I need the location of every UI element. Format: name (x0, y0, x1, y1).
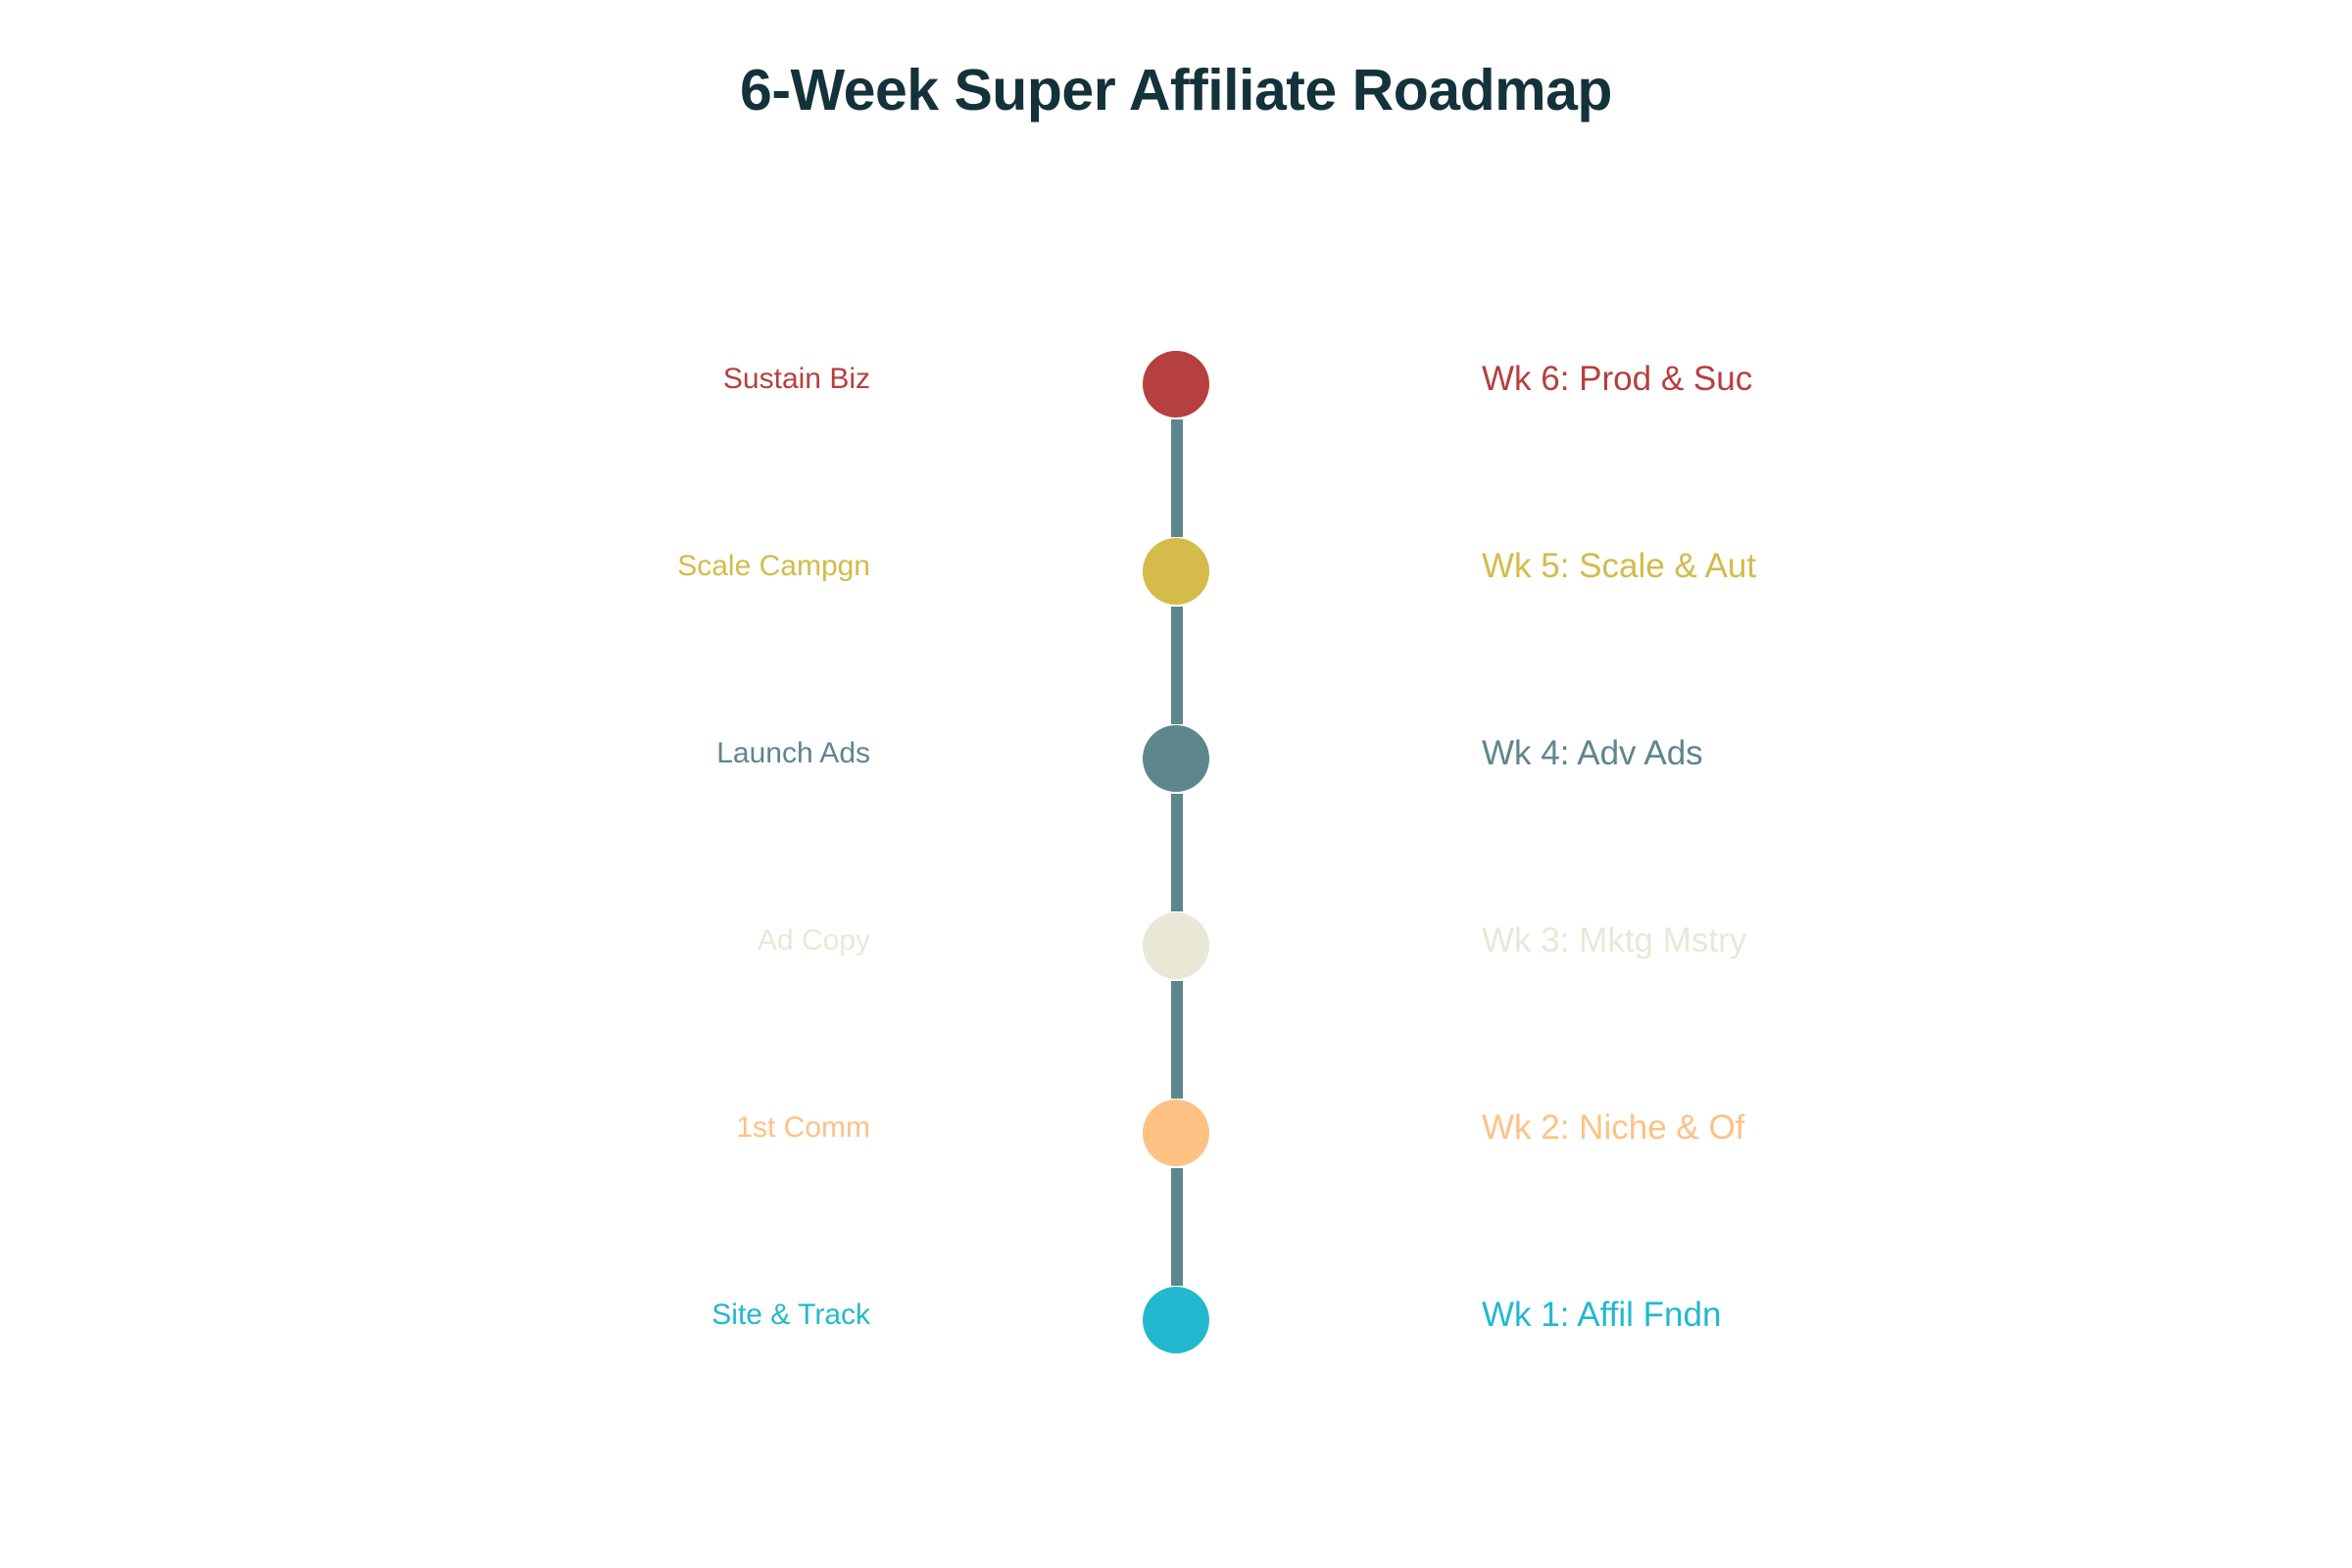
diagram-title: 6-Week Super Affiliate Roadmap (740, 58, 1612, 122)
week-label-week-5: Wk 5: Scale & Aut (1482, 547, 1757, 585)
milestone-node-week-4 (1143, 725, 1209, 792)
week-label-week-1: Wk 1: Affil Fndn (1482, 1296, 1722, 1334)
timeline-connector (1171, 1168, 1183, 1286)
task-label-week-1: Site & Track (711, 1298, 870, 1331)
milestone-node-week-1 (1143, 1287, 1209, 1353)
milestone-node-week-2 (1143, 1100, 1209, 1166)
week-label-week-2: Wk 2: Niche & Of (1482, 1108, 1745, 1147)
milestone-node-week-3 (1143, 912, 1209, 979)
week-label-week-3: Wk 3: Mktg Mstry (1482, 921, 1747, 959)
task-label-week-2: 1st Comm (736, 1111, 870, 1144)
week-label-week-4: Wk 4: Adv Ads (1482, 734, 1703, 772)
week-label-week-6: Wk 6: Prod & Suc (1482, 360, 1753, 398)
milestone-node-week-6 (1143, 351, 1209, 417)
task-label-week-6: Sustain Biz (722, 363, 870, 395)
task-label-week-3: Ad Copy (757, 924, 870, 956)
timeline-connector (1171, 419, 1183, 537)
timeline-connector (1171, 794, 1183, 911)
task-label-week-4: Launch Ads (716, 737, 870, 769)
timeline-connector (1171, 607, 1183, 724)
milestone-node-week-5 (1143, 538, 1209, 605)
timeline-connector (1171, 981, 1183, 1099)
task-label-week-5: Scale Campgn (677, 550, 870, 582)
